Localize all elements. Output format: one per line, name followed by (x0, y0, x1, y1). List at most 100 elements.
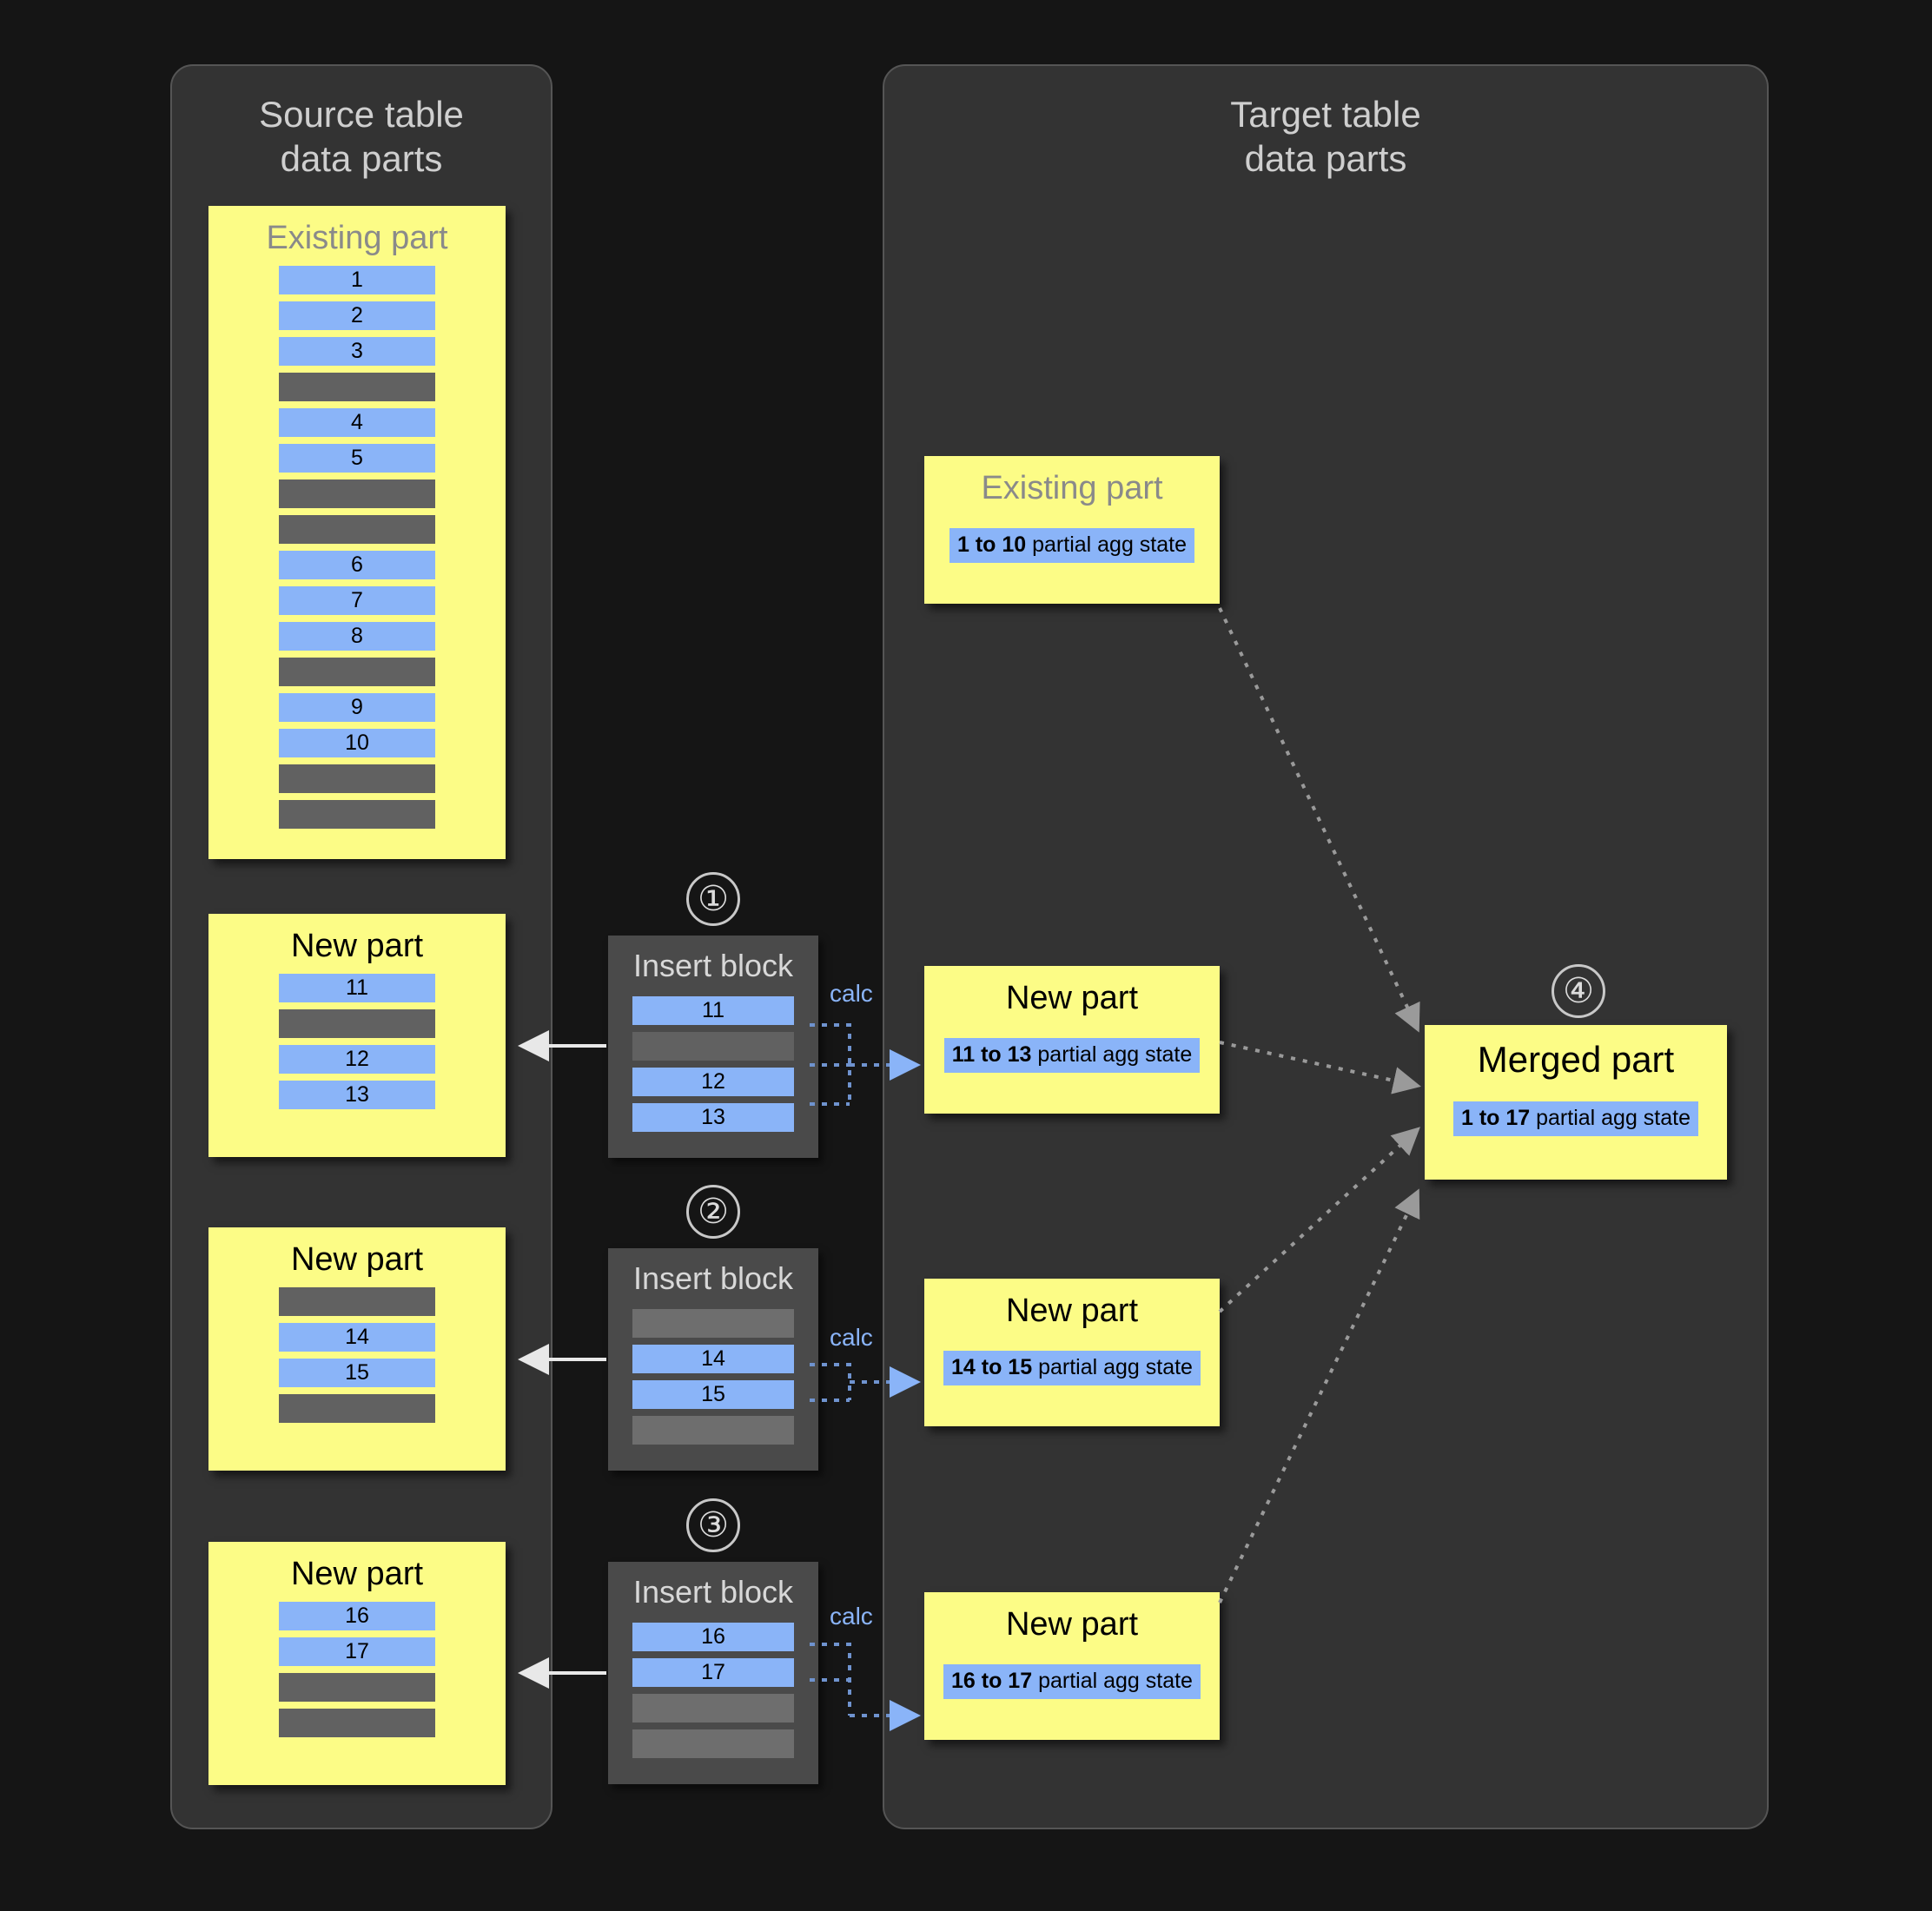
agg-suffix: partial agg state (1032, 1355, 1193, 1379)
target-existing-part-agg: 1 to 10 partial agg state (949, 528, 1195, 563)
target-existing-part-title: Existing part (981, 470, 1163, 506)
merged-part-agg-wrap: 1 to 17 partial agg state (1425, 1101, 1727, 1136)
data-row (632, 1309, 794, 1338)
merged-part-title: Merged part (1477, 1039, 1675, 1080)
data-row (279, 1709, 435, 1737)
data-row (279, 1394, 435, 1423)
merged-part-agg: 1 to 17 partial agg state (1452, 1101, 1699, 1136)
data-row: 15 (279, 1359, 435, 1387)
data-row: 13 (279, 1081, 435, 1109)
target-table-panel: Target table data parts (883, 64, 1769, 1829)
data-row: 9 (279, 693, 435, 722)
agg-suffix: partial agg state (1032, 1669, 1193, 1693)
source-existing-part-title: Existing part (266, 220, 448, 256)
insert-block-1-title: Insert block (632, 948, 794, 983)
insert-block-1: Insert block 11 12 13 (608, 936, 818, 1158)
source-new-part-1-rows: 11 12 13 (208, 974, 506, 1128)
data-row: 8 (279, 622, 435, 651)
step-marker-3: ③ (686, 1498, 740, 1552)
step-marker-2: ② (686, 1185, 740, 1239)
calc-label-2: calc (830, 1324, 873, 1351)
agg-range: 16 to 17 (951, 1669, 1033, 1693)
target-new-part-1: New part 11 to 13 partial agg state (924, 966, 1220, 1114)
data-row: 14 (279, 1323, 435, 1352)
data-row: 15 (632, 1380, 794, 1409)
target-new-part-1-title: New part (1005, 980, 1139, 1016)
target-new-part-3: New part 16 to 17 partial agg state (924, 1592, 1220, 1740)
target-new-part-2-agg-wrap: 14 to 15 partial agg state (924, 1351, 1220, 1385)
data-row: 12 (279, 1045, 435, 1074)
data-row (632, 1694, 794, 1723)
target-new-part-1-agg: 11 to 13 partial agg state (943, 1038, 1201, 1073)
target-new-part-2: New part 14 to 15 partial agg state (924, 1279, 1220, 1426)
insert-block-3-title: Insert block (632, 1574, 794, 1610)
data-row (279, 1287, 435, 1316)
data-row: 4 (279, 408, 435, 437)
target-new-part-2-title: New part (1005, 1293, 1139, 1329)
merged-part: Merged part 1 to 17 partial agg state (1425, 1025, 1727, 1180)
data-row (279, 515, 435, 544)
data-row (279, 479, 435, 508)
data-row: 11 (279, 974, 435, 1002)
agg-range: 1 to 10 (956, 532, 1027, 557)
source-new-part-2-title: New part (290, 1241, 424, 1278)
data-row (279, 658, 435, 686)
target-existing-part: Existing part 1 to 10 partial agg state (924, 456, 1220, 604)
data-row (279, 1009, 435, 1038)
source-new-part-3-title: New part (290, 1556, 424, 1592)
step-marker-1: ① (686, 872, 740, 926)
data-row: 17 (279, 1637, 435, 1666)
data-row (279, 764, 435, 793)
calc-label-3: calc (830, 1603, 873, 1630)
data-row: 7 (279, 586, 435, 615)
agg-suffix: partial agg state (1026, 532, 1188, 557)
target-new-part-2-agg: 14 to 15 partial agg state (943, 1351, 1201, 1385)
target-new-part-3-agg: 16 to 17 partial agg state (943, 1664, 1201, 1699)
data-row: 16 (632, 1623, 794, 1651)
data-row: 11 (632, 996, 794, 1025)
data-row (632, 1729, 794, 1758)
data-row: 16 (279, 1602, 435, 1630)
data-row: 12 (632, 1068, 794, 1096)
source-table-title: Source table data parts (259, 94, 464, 180)
data-row: 2 (279, 301, 435, 330)
data-row (279, 1673, 435, 1702)
data-row (632, 1416, 794, 1445)
data-row: 10 (279, 729, 435, 757)
data-row: 6 (279, 551, 435, 579)
agg-suffix: partial agg state (1530, 1106, 1691, 1130)
data-row: 5 (279, 444, 435, 473)
target-table-title: Target table data parts (1230, 94, 1421, 180)
calc-label-1: calc (830, 980, 873, 1007)
data-row: 13 (632, 1103, 794, 1132)
step-marker-4: ④ (1552, 964, 1605, 1018)
data-row: 3 (279, 337, 435, 366)
source-new-part-1: New part 11 12 13 (208, 914, 506, 1157)
target-new-part-3-title: New part (1005, 1606, 1139, 1643)
data-row: 1 (279, 266, 435, 294)
data-row: 17 (632, 1658, 794, 1687)
data-row (279, 373, 435, 401)
data-row: 14 (632, 1345, 794, 1373)
target-existing-part-agg-wrap: 1 to 10 partial agg state (924, 528, 1220, 563)
source-existing-part: Existing part 1 2 3 4 5 6 7 8 9 10 (208, 206, 506, 859)
agg-range: 11 to 13 (951, 1042, 1032, 1067)
insert-block-2-title: Insert block (632, 1260, 794, 1296)
source-existing-part-rows: 1 2 3 4 5 6 7 8 9 10 (208, 266, 506, 848)
data-row (279, 800, 435, 829)
insert-block-1-rows: 11 12 13 (608, 996, 818, 1151)
agg-range: 1 to 17 (1460, 1106, 1531, 1130)
agg-range: 14 to 15 (951, 1355, 1033, 1379)
target-new-part-1-agg-wrap: 11 to 13 partial agg state (924, 1038, 1220, 1073)
target-new-part-3-agg-wrap: 16 to 17 partial agg state (924, 1664, 1220, 1699)
source-new-part-1-title: New part (290, 928, 424, 964)
